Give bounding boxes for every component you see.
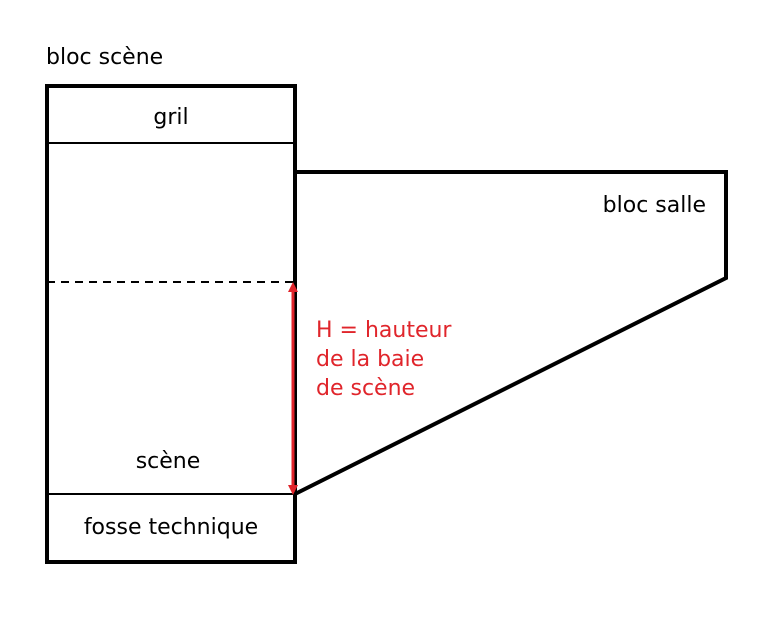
gril-label: gril bbox=[153, 105, 188, 130]
auditorium-outline bbox=[293, 170, 728, 496]
height-annotation-line-1: H = hauteur bbox=[316, 318, 452, 343]
bloc-scene-title: bloc scène bbox=[46, 45, 163, 70]
stage-block-outline bbox=[45, 84, 297, 564]
height-annotation-line-2: de la baie bbox=[316, 347, 424, 372]
fosse-technique-label: fosse technique bbox=[84, 515, 258, 540]
height-annotation-line-3: de scène bbox=[316, 376, 415, 401]
scene-label: scène bbox=[136, 449, 201, 474]
bloc-salle-label: bloc salle bbox=[603, 193, 706, 218]
